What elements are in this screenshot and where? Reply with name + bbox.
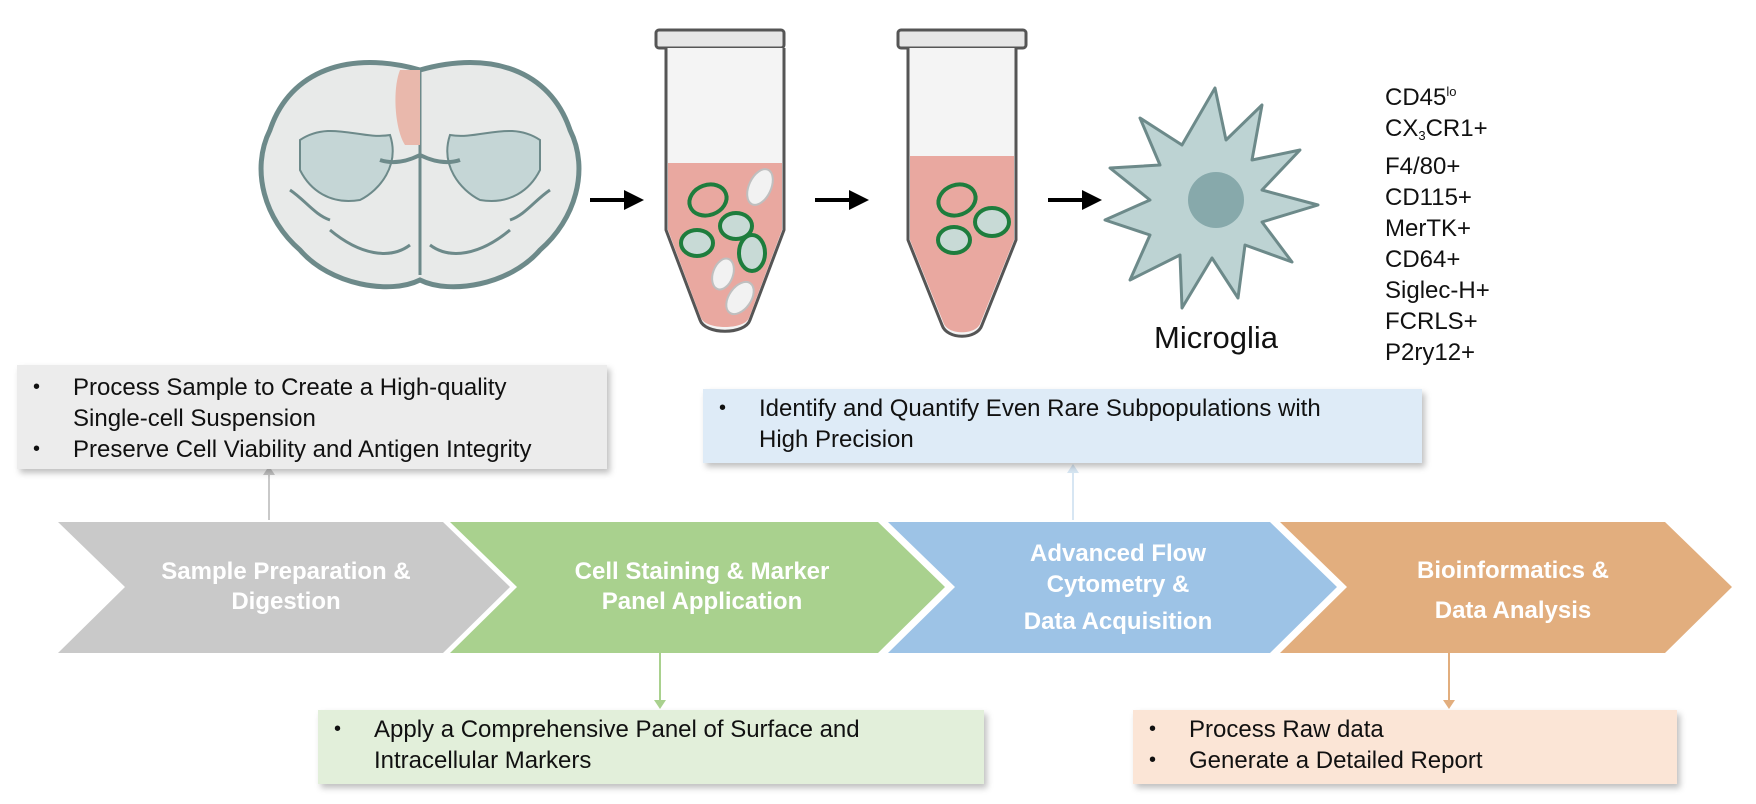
marker-item: FCRLS+ — [1385, 308, 1478, 335]
stage-chevron-flow-cytometry — [888, 522, 1337, 653]
arrow-right-icon — [815, 190, 869, 210]
stage-label-line: Cytometry & — [1046, 571, 1190, 598]
marker-list: CD45lo CX3CR1+ F4/80+ CD115+ MerTK+ CD64… — [1385, 76, 1490, 368]
note-item: Preserve Cell Viability and Antigen Inte… — [17, 434, 607, 465]
stage-label-bioinformatics: Bioinformatics & Data Analysis — [1417, 551, 1609, 631]
note-item: Process Raw data — [1133, 714, 1677, 745]
note-item: Process Sample to Create a High-quality … — [17, 372, 607, 434]
arrow-right-icon — [590, 190, 644, 210]
stage-label-flow-cytometry: Advanced Flow Cytometry & Data Acquisiti… — [1024, 538, 1212, 637]
marker-item: CX3CR1+ — [1385, 115, 1488, 143]
microglia-label: Microglia — [1154, 320, 1279, 355]
stage-label-sample-prep: Sample Preparation & Digestion — [161, 557, 410, 617]
stage-label-line: Advanced Flow — [1029, 540, 1207, 567]
note-item: Identify and Quantify Even Rare Subpopul… — [703, 393, 1422, 455]
stage-label-line: Digestion — [231, 588, 341, 615]
stage-label-line: Data Analysis — [1434, 597, 1592, 624]
marker-item: CD45lo — [1385, 84, 1457, 111]
marker-item: Siglec-H+ — [1385, 277, 1490, 304]
marker-item: CD115+ — [1385, 184, 1472, 211]
stage-label-line: Bioinformatics & — [1416, 557, 1610, 584]
marker-item: CD64+ — [1385, 246, 1461, 273]
note-box-flow-cytometry: Identify and Quantify Even Rare Subpopul… — [703, 389, 1422, 463]
stage-label-staining: Cell Staining & Marker Panel Application — [575, 557, 830, 617]
note-box-bioinformatics: Process Raw data Generate a Detailed Rep… — [1133, 710, 1677, 784]
stage-label-line: Panel Application — [601, 588, 803, 615]
tube-sorted-cells-icon — [896, 28, 1028, 338]
brain-section-icon — [258, 60, 582, 290]
marker-item: MerTK+ — [1385, 215, 1472, 242]
stage-chevron-sample-prep — [58, 522, 510, 653]
note-item: Apply a Comprehensive Panel of Surface a… — [318, 714, 984, 776]
stage-label-line: Sample Preparation & — [161, 558, 411, 585]
stage-label-line: Data Acquisition — [1023, 608, 1213, 635]
stage-label-line: Cell Staining & Marker — [574, 558, 830, 585]
marker-item: F4/80+ — [1385, 153, 1461, 180]
note-box-staining: Apply a Comprehensive Panel of Surface a… — [318, 710, 984, 784]
tube-mixed-cells-icon — [654, 28, 786, 333]
arrow-right-icon — [1048, 190, 1102, 210]
stage-chevron-staining — [450, 522, 945, 653]
stage-chevron-bioinformatics — [1280, 522, 1732, 653]
marker-item: P2ry12+ — [1385, 339, 1476, 366]
note-box-sample-prep: Process Sample to Create a High-quality … — [17, 365, 607, 469]
note-item: Generate a Detailed Report — [1133, 745, 1677, 776]
microglia-cell-icon — [1103, 86, 1320, 310]
